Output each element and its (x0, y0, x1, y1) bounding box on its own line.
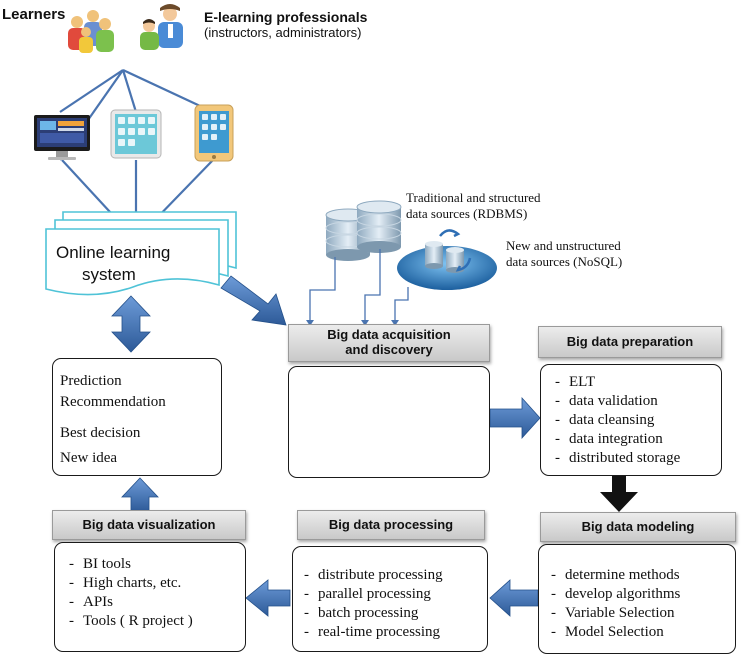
preparation-item: data cleansing (555, 411, 721, 430)
visualization-box: BI tools High charts, etc. APIs Tools ( … (54, 542, 246, 652)
learners-icon (68, 10, 114, 53)
online-system-document-icon (45, 211, 237, 296)
modeling-header: Big data modeling (540, 512, 736, 542)
modeling-item: Variable Selection (551, 604, 735, 623)
modeling-list: determine methods develop algorithms Var… (551, 566, 735, 642)
preparation-item: ELT (555, 373, 721, 392)
preparation-item: distributed storage (555, 449, 721, 468)
processing-item: parallel processing (304, 585, 487, 604)
preparation-header: Big data preparation (538, 326, 722, 358)
professionals-icon (140, 4, 183, 50)
unstructured-sources-line2: data sources (NoSQL) (506, 254, 623, 269)
acquisition-box (288, 366, 490, 478)
rdbms-database-icon (325, 200, 402, 261)
processing-item: real-time processing (304, 623, 487, 642)
phone-icon (194, 104, 234, 162)
learners-label: Learners (2, 6, 66, 23)
acquisition-title-line1: Big data acquisition (327, 327, 451, 343)
source-connectors (309, 249, 409, 322)
log-file-label: LOG (413, 390, 439, 404)
visualization-list: BI tools High charts, etc. APIs Tools ( … (69, 555, 245, 631)
processing-to-visualization-arrow (245, 579, 291, 617)
audio-file-label: AUDIO (323, 428, 341, 434)
visualization-item: APIs (69, 593, 245, 612)
preparation-list: ELT data validation data cleansing data … (555, 373, 721, 468)
visualization-item: Tools ( R project ) (69, 612, 245, 631)
professionals-title: E-learning professionals (204, 9, 368, 25)
preparation-box: ELT data validation data cleansing data … (540, 364, 722, 476)
modeling-item: Model Selection (551, 623, 735, 642)
outcomes-box (52, 358, 222, 476)
outcome-recommendation: Recommendation (60, 394, 166, 410)
xml-file-label: XML (309, 376, 324, 383)
processing-item: batch processing (304, 604, 487, 623)
structured-sources-label: Traditional and structured data sources … (406, 190, 541, 222)
modeling-item: develop algorithms (551, 585, 735, 604)
json-file-label: JSON (366, 402, 391, 412)
structured-sources-line1: Traditional and structured (406, 190, 541, 205)
unstructured-sources-label: New and unstructured data sources (NoSQL… (506, 238, 622, 270)
visualization-item: High charts, etc. (69, 574, 245, 593)
desktop-monitor-icon (34, 115, 90, 160)
preparation-item: data validation (555, 392, 721, 411)
nosql-database-icon (397, 229, 497, 290)
modeling-item: determine methods (551, 566, 735, 585)
visualization-to-outcomes-arrow (121, 477, 159, 513)
online-system-label: Online learning system (56, 242, 206, 286)
acquisition-header: Big data acquisition and discovery (288, 324, 490, 362)
visualization-header: Big data visualization (52, 510, 246, 540)
professionals-subtitle: (instructors, administrators) (204, 25, 362, 40)
system-to-acquisition-arrow (220, 275, 287, 326)
processing-list: distribute processing parallel processin… (304, 566, 487, 642)
acquisition-title-line2: and discovery (345, 342, 433, 357)
outcome-new-idea: New idea (60, 450, 118, 466)
outcome-best-decision: Best decision (60, 425, 141, 441)
acquisition-to-preparation-arrow (489, 396, 541, 440)
processing-box: distribute processing parallel processin… (292, 546, 488, 652)
processing-header: Big data processing (297, 510, 485, 540)
outcome-prediction: Prediction (60, 373, 122, 389)
modeling-to-processing-arrow (489, 579, 539, 617)
unstructured-sources-line1: New and unstructured (506, 238, 621, 253)
visualization-item: BI tools (69, 555, 245, 574)
structured-sources-line2: data sources (RDBMS) (406, 206, 528, 221)
preparation-item: data integration (555, 430, 721, 449)
modeling-box: determine methods develop algorithms Var… (538, 544, 736, 654)
system-outcome-double-arrow (111, 295, 151, 353)
preparation-to-modeling-arrow (600, 475, 638, 512)
online-system-line1: Online learning (56, 243, 171, 262)
tablet-icon (110, 109, 162, 159)
online-system-line2: system (82, 265, 136, 284)
processing-item: distribute processing (304, 566, 487, 585)
